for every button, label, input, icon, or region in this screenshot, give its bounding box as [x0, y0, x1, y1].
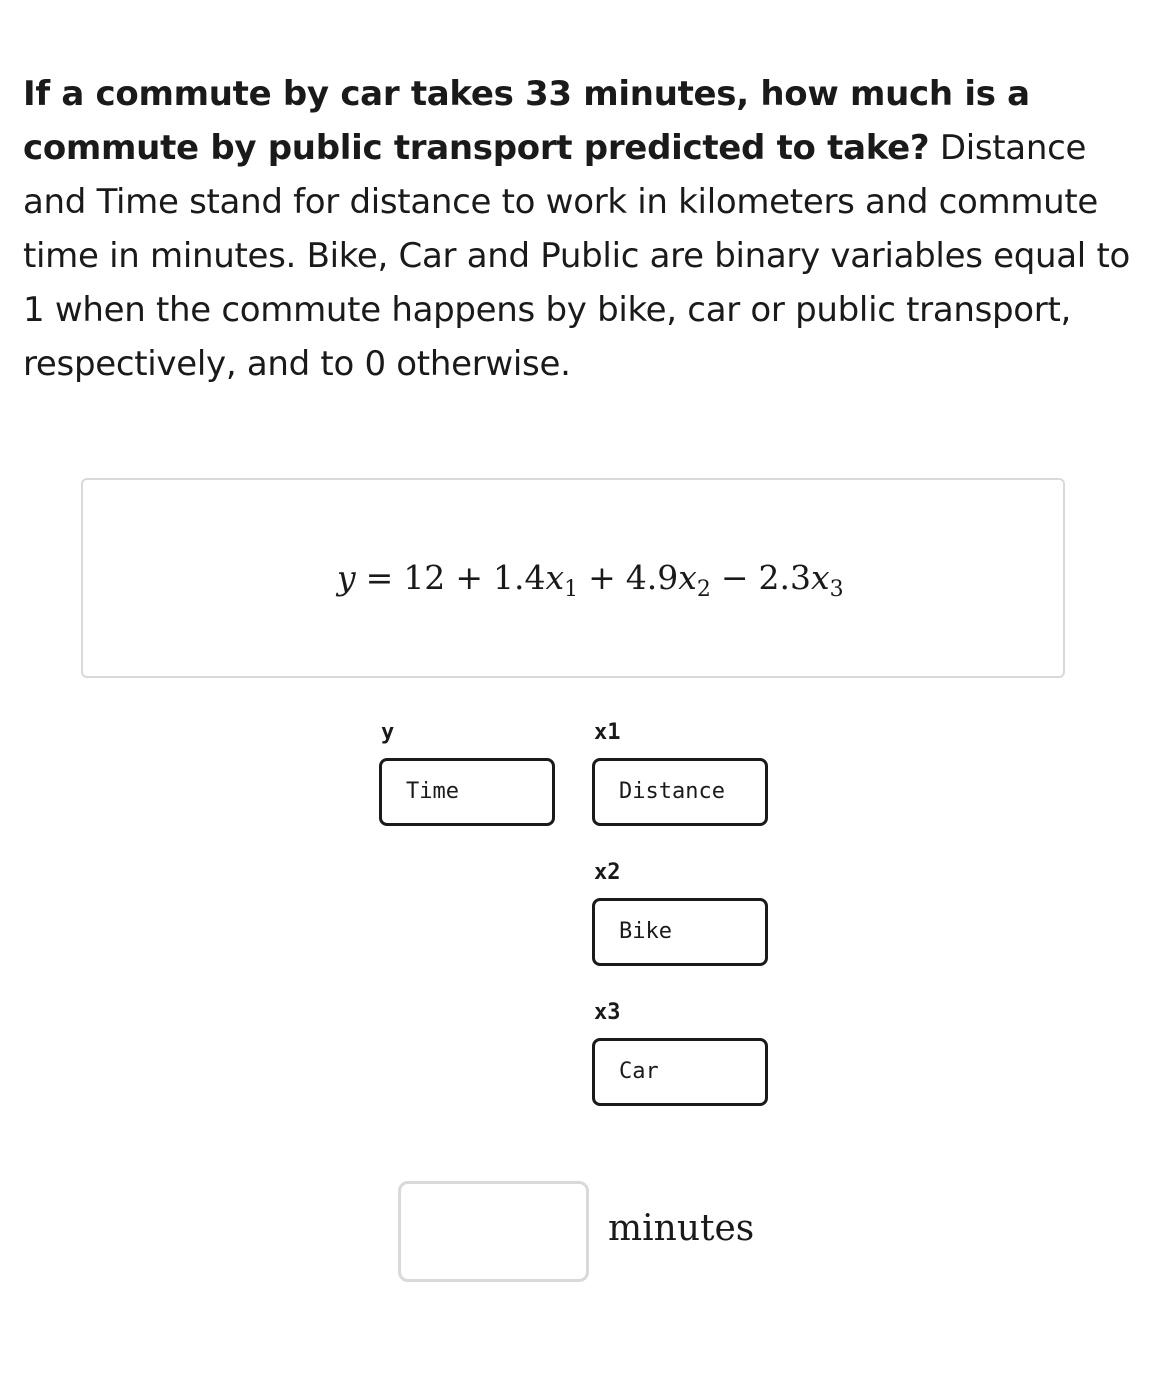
var-label-x2: x2 [594, 860, 621, 885]
regression-formula: y=12+1.4x1+4.9x2−2.3x3 [337, 558, 844, 602]
question-bold-text: If a commute by car takes 33 minutes, ho… [23, 74, 1030, 168]
regression-formula-box: y=12+1.4x1+4.9x2−2.3x3 [81, 478, 1065, 678]
formula-equals: = [365, 558, 394, 597]
var-box-x1[interactable]: Distance [592, 758, 768, 826]
answer-unit-label: minutes [608, 1208, 755, 1249]
formula-coef-2: 4.9 [625, 558, 679, 597]
formula-intercept: 12 [403, 558, 446, 597]
var-box-x2[interactable]: Bike [592, 898, 768, 966]
var-label-x1: x1 [594, 720, 621, 745]
formula-coef-3: 2.3 [758, 558, 811, 597]
var-label-y: y [381, 720, 395, 745]
formula-coef-1: 1.4 [492, 558, 546, 597]
question-body-text: Distance and Time stand for distance to … [23, 128, 1130, 384]
formula-y: y [337, 558, 356, 597]
formula-plus-2: + [588, 558, 616, 597]
formula-x3: x [810, 558, 830, 597]
var-box-y[interactable]: Time [379, 758, 555, 826]
answer-input[interactable] [398, 1181, 589, 1282]
question-text: If a commute by car takes 33 minutes, ho… [23, 67, 1133, 391]
formula-x2-sub: 2 [696, 577, 711, 602]
formula-minus: − [720, 558, 749, 597]
formula-x1: x [545, 558, 565, 597]
formula-plus-1: + [455, 558, 483, 597]
formula-x3-sub: 3 [829, 577, 844, 602]
formula-x1-sub: 1 [564, 577, 579, 602]
var-box-x3[interactable]: Car [592, 1038, 768, 1106]
formula-x2: x [678, 558, 697, 597]
var-label-x3: x3 [594, 1000, 621, 1025]
